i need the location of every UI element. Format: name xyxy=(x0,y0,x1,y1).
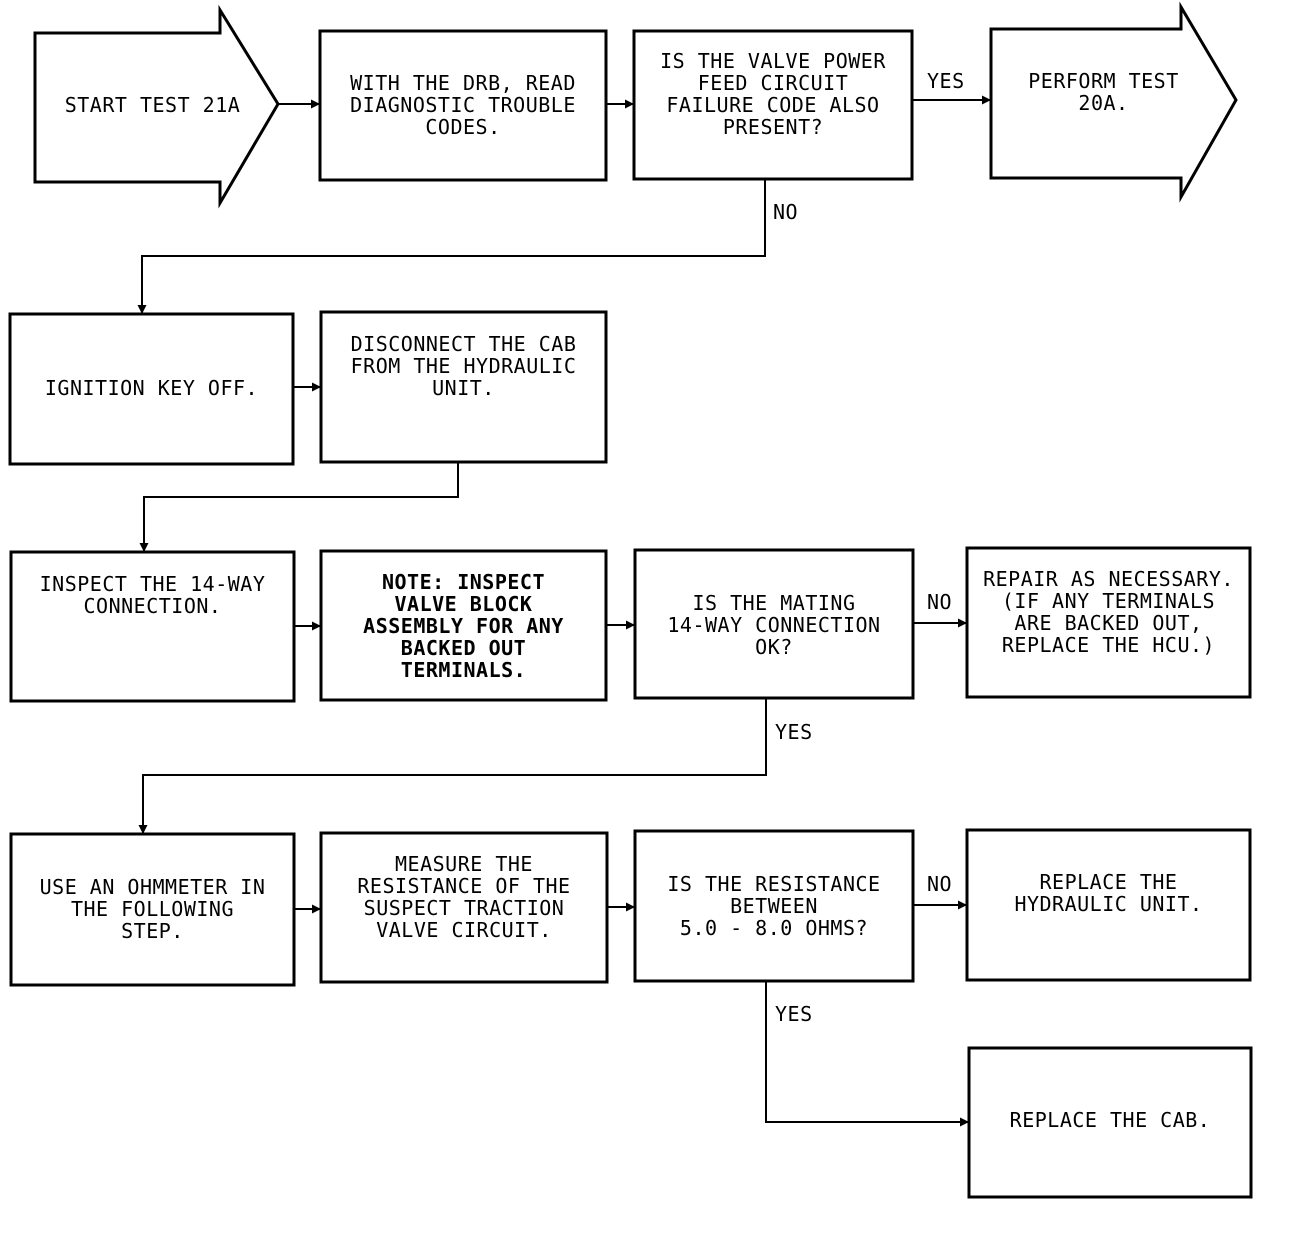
edge-label-no-3: NO xyxy=(927,872,953,896)
q-valve-power-label: IS THE VALVE POWER FEED CIRCUIT FAILURE … xyxy=(660,49,886,139)
edge-label-no-2: NO xyxy=(927,590,953,614)
edge-disconnect-to-inspect xyxy=(139,462,459,552)
read-dtc-label: WITH THE DRB, READ DIAGNOSTIC TROUBLE CO… xyxy=(350,71,576,139)
ignition-off-label: IGNITION KEY OFF. xyxy=(44,376,259,400)
use-ohmmeter-label: USE AN OHMMETER IN THE FOLLOWING STEP. xyxy=(39,875,266,943)
inspect-14way-label: INSPECT THE 14-WAY CONNECTION. xyxy=(39,572,266,618)
disconnect-cab-label: DISCONNECT THE CAB FROM THE HYDRAULIC UN… xyxy=(350,332,577,400)
q-mating-label: IS THE MATING 14-WAY CONNECTION OK? xyxy=(667,591,881,659)
edge-resistance-yes-to-cab xyxy=(765,981,969,1127)
perform-20a-label: PERFORM TEST 20A. xyxy=(1028,69,1179,115)
replace-hydraulic-label: REPLACE THE HYDRAULIC UNIT. xyxy=(1014,870,1203,916)
q-resistance-label: IS THE RESISTANCE BETWEEN 5.0 - 8.0 OHMS… xyxy=(667,872,881,940)
note-inspect-label: NOTE: INSPECT VALVE BLOCK ASSEMBLY FOR A… xyxy=(363,570,564,682)
edge-label-yes-2: YES xyxy=(775,720,813,744)
read-dtc-box xyxy=(318,29,608,182)
repair-label: REPAIR AS NECESSARY. (IF ANY TERMINALS A… xyxy=(983,567,1234,657)
edge-no-to-ignition xyxy=(137,179,766,314)
perform-20a-arrow-shape xyxy=(989,1,1238,203)
edge-label-no-1: NO xyxy=(773,200,799,224)
edge-label-yes-1: YES xyxy=(927,69,965,93)
edge-mating-yes-to-ohmmeter xyxy=(138,698,767,834)
replace-cab-label: REPLACE THE CAB. xyxy=(1009,1108,1211,1132)
measure-label: MEASURE THE RESISTANCE OF THE SUSPECT TR… xyxy=(357,852,571,942)
start-node-label: START TEST 21A xyxy=(64,93,241,117)
ignition-off-box xyxy=(8,312,295,466)
edge-label-yes-3: YES xyxy=(775,1002,813,1026)
start-arrow-shape xyxy=(33,4,280,209)
